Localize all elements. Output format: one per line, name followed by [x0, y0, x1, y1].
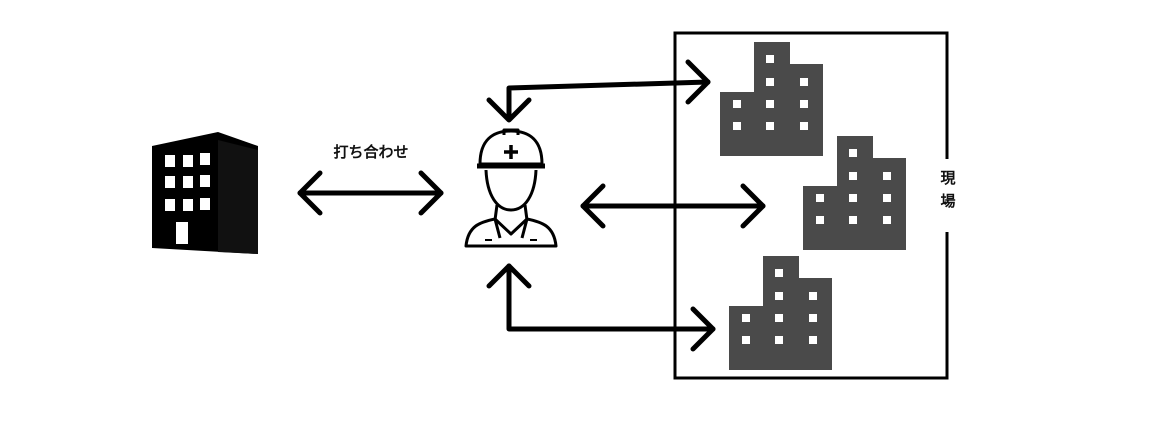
site-building-icon — [803, 136, 906, 250]
meeting-label: 打ち合わせ — [333, 143, 408, 161]
site-building-icon — [729, 256, 832, 370]
site-frame — [673, 31, 949, 380]
site-building-icon — [720, 42, 823, 156]
site-label-1: 現 — [940, 169, 955, 187]
worker-site-arrows — [486, 59, 766, 352]
office-building-icon — [152, 132, 258, 254]
construction-worker-icon — [464, 128, 558, 248]
meeting-double-arrow — [297, 170, 444, 216]
site-label-2: 場 — [940, 192, 955, 210]
